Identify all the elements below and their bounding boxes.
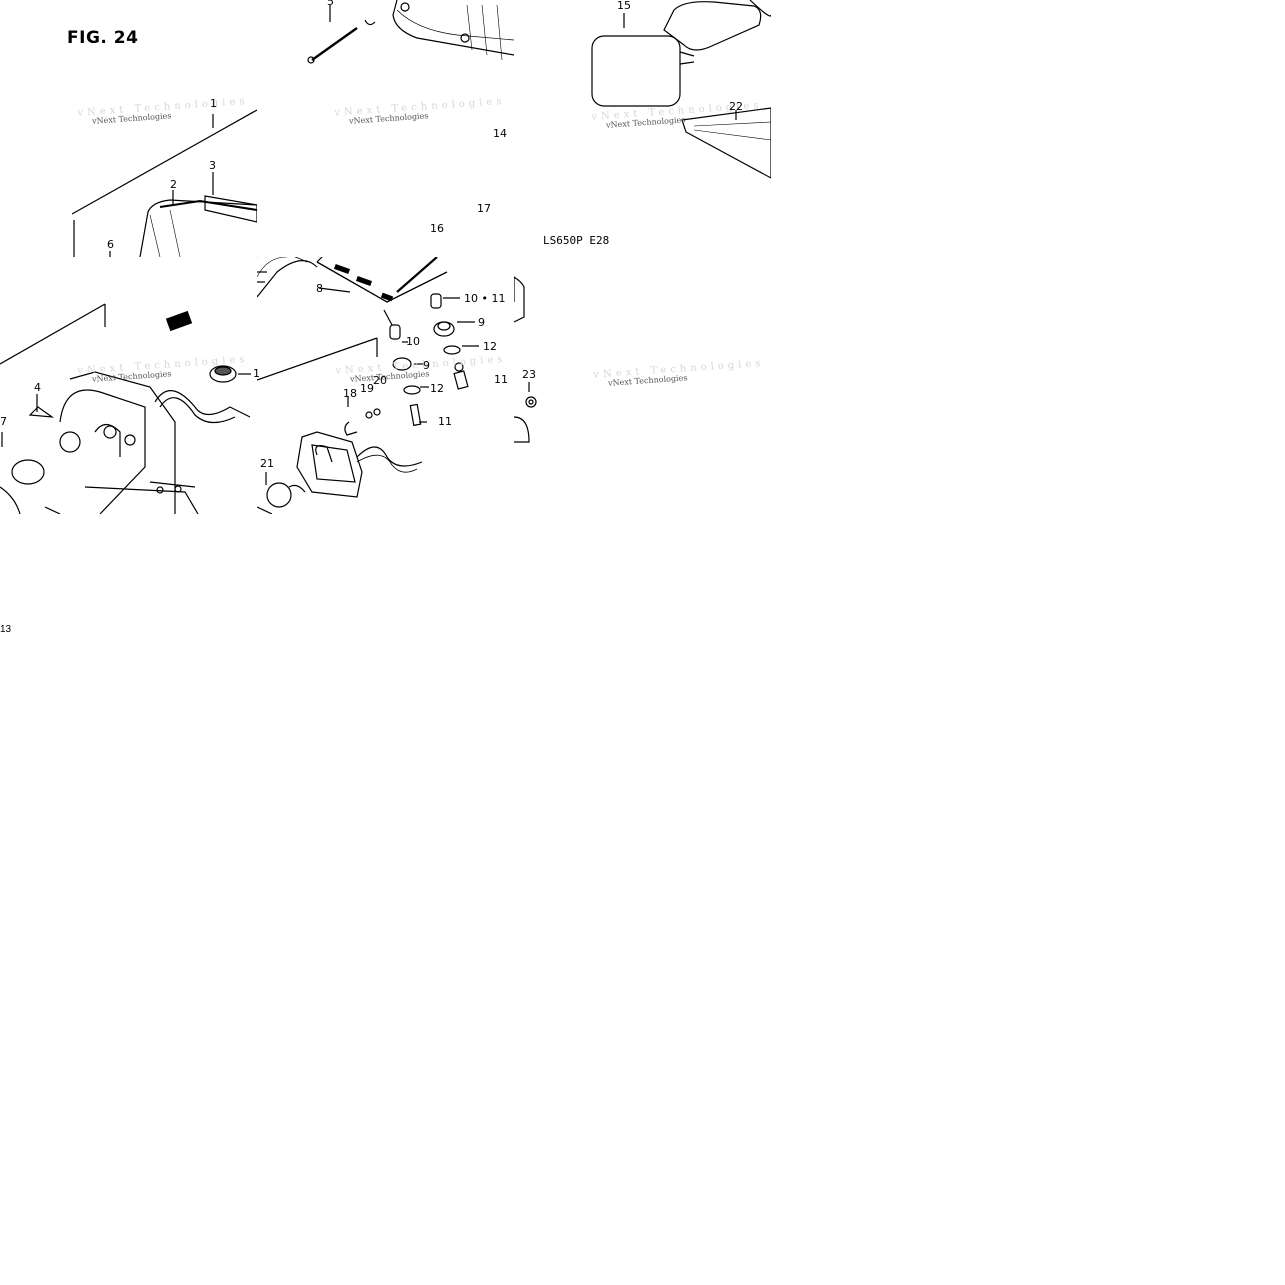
callout-5: 5: [327, 0, 334, 8]
model-code-drawing: [514, 276, 537, 443]
tail-lamp-drawing: [71, 109, 257, 257]
diagram-tile-bracket-hardware: [257, 257, 514, 514]
figure-title: FIG. 24: [67, 28, 139, 48]
callout-20: 20: [373, 374, 387, 387]
diagram-tile-lamp-and-bolt: [257, 0, 514, 257]
callout-6: 6: [107, 238, 114, 251]
callout-23: 23: [522, 368, 536, 381]
callout-1: 1: [210, 97, 217, 110]
model-code: LS650P E28: [543, 234, 610, 247]
lamp-housing-drawing: [0, 303, 251, 514]
callout-19: 19: [360, 382, 374, 395]
callout-11b: 11: [438, 415, 452, 428]
diagram-tile-tail-lamp: [0, 0, 257, 257]
callout-10-11: 10 • 11: [464, 292, 506, 305]
callout-9a: 9: [478, 316, 485, 329]
callout-10: 10: [406, 335, 420, 348]
callout-11a: 11: [494, 373, 508, 386]
turn-signal-drawing: [591, 0, 771, 179]
diagram-tile-model-code: [514, 257, 771, 514]
callout-17: 17: [477, 202, 491, 215]
callout-18: 18: [343, 387, 357, 400]
stray-label: 13: [0, 624, 12, 635]
callout-14: 14: [493, 127, 507, 140]
callout-15: 15: [617, 0, 631, 12]
bracket-hardware-drawing: [257, 257, 479, 514]
callout-21: 21: [260, 457, 274, 470]
callout-1b: 1: [253, 367, 260, 380]
callout-7: 7: [0, 415, 7, 428]
lamp-bolt-drawing: [307, 0, 514, 64]
callout-22: 22: [729, 100, 743, 113]
callout-2: 2: [170, 178, 177, 191]
callout-12b: 12: [430, 382, 444, 395]
callout-4: 4: [34, 381, 41, 394]
callout-3: 3: [209, 159, 216, 172]
callout-16: 16: [430, 222, 444, 235]
callout-12a: 12: [483, 340, 497, 353]
callout-9b: 9: [423, 359, 430, 372]
diagram-tile-lamp-housing: [0, 257, 257, 514]
diagram-tile-turn-signal: [514, 0, 771, 257]
callout-8: 8: [316, 282, 323, 295]
